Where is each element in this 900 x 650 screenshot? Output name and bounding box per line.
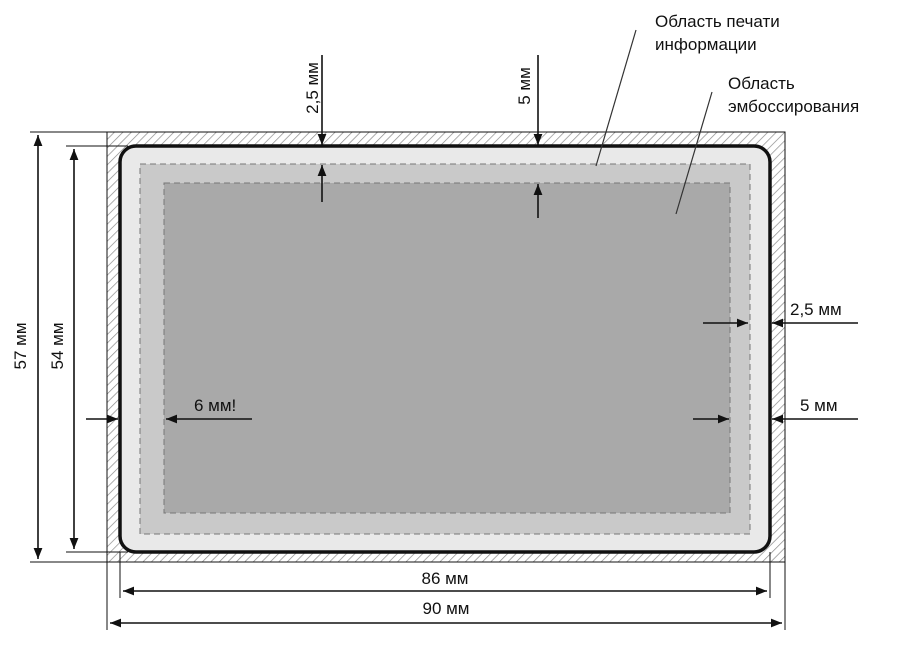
dim-height-inner <box>66 145 128 553</box>
dim-right-lower-label: 5 мм <box>800 396 838 415</box>
dim-height-outer-label: 57 мм <box>11 322 30 369</box>
dim-width-inner <box>119 552 771 598</box>
dim-width-outer <box>106 562 786 630</box>
dim-width-outer-label: 90 мм <box>422 599 469 618</box>
dim-height-outer <box>30 131 107 563</box>
emboss-area <box>163 182 731 514</box>
dim-left-label: 6 мм! <box>194 396 236 415</box>
print-area-label-line2: информации <box>655 35 757 54</box>
emboss-area-label-line1: Область <box>728 74 795 93</box>
emboss-area-label-line2: эмбоссирования <box>728 97 859 116</box>
print-area-label-line1: Область печати <box>655 12 780 31</box>
dim-right-upper-label: 2,5 мм <box>790 300 842 319</box>
dim-height-inner-label: 54 мм <box>48 322 67 369</box>
dim-top-left-label: 2,5 мм <box>303 62 322 114</box>
print-area-leader <box>595 29 637 167</box>
emboss-area-leader <box>675 91 713 215</box>
dim-top-right-label: 5 мм <box>515 67 534 105</box>
dim-width-inner-label: 86 мм <box>421 569 468 588</box>
